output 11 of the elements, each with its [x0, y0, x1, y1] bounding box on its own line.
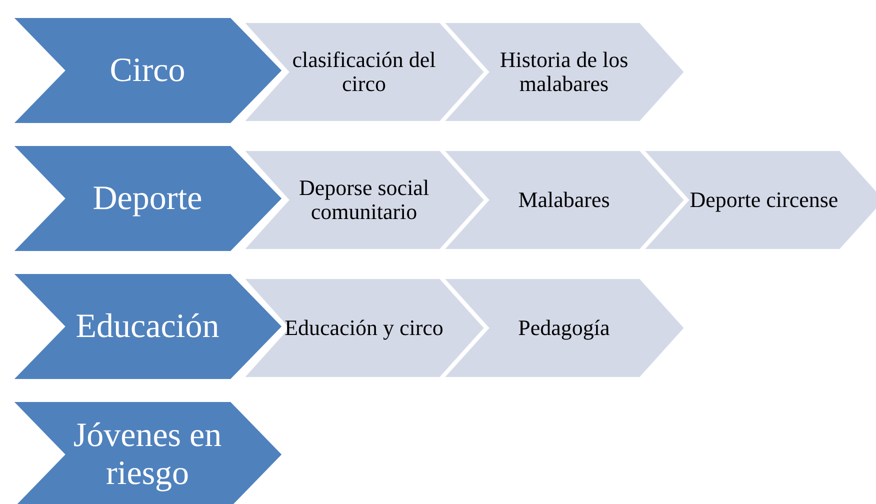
chevron-label: clasificación del circo [291, 48, 437, 96]
chevron-label: Circo [110, 52, 186, 90]
chevron-label: Jóvenes en riesgo [72, 417, 223, 492]
chevron-label: Educación y circo [284, 316, 444, 340]
chevron-label: Malabares [518, 188, 610, 212]
chevron-label: Deporte circense [690, 188, 838, 212]
chevron-label: Educación [76, 308, 220, 346]
chevron-label: Deporse social comunitario [298, 176, 430, 224]
chevron-label: Deporte [92, 180, 202, 218]
chevron-label: Pedagogía [518, 316, 610, 340]
chevron-label: Historia de los malabares [498, 48, 630, 96]
